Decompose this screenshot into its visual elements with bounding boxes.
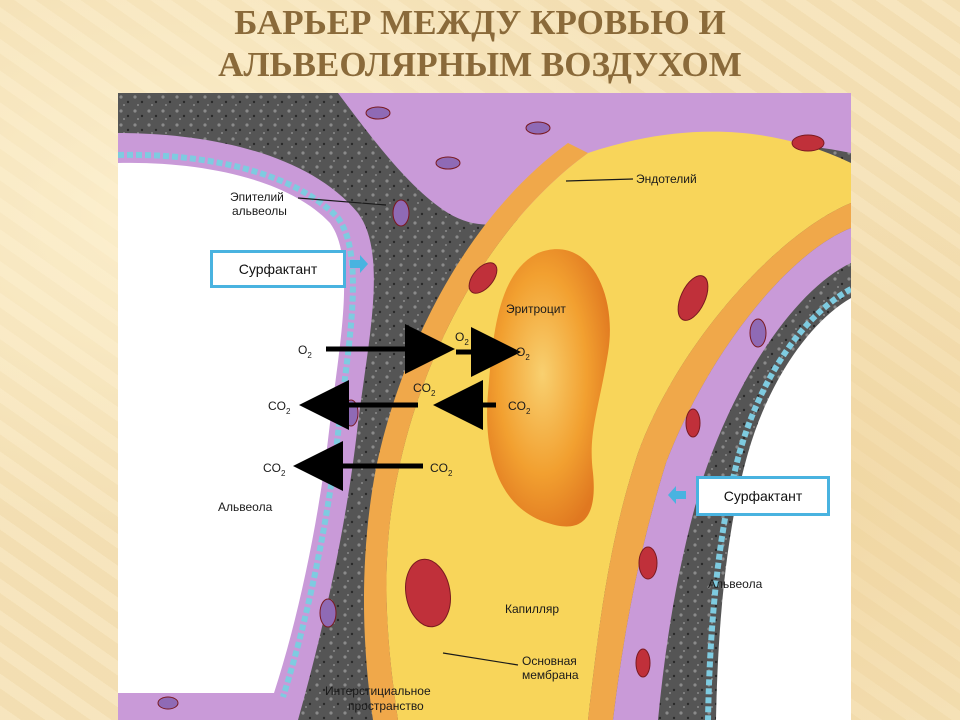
surfactant-arrows <box>350 255 686 504</box>
endothelium-label: Эндотелий <box>636 172 697 186</box>
endothelium-left <box>363 143 588 720</box>
surfactant-box-left: Сурфактант <box>210 250 346 288</box>
barrier-diagram: O2 O2 O2 CO2 CO2 CO2 CO2 CO2 Эпителий ал… <box>118 93 851 720</box>
co2-row1-right-label: CO <box>508 399 526 413</box>
epithelium-label-line1: Эпителий <box>230 190 284 204</box>
svg-text:CO2: CO2 <box>508 399 531 416</box>
structure-labels: Эпителий альвеолы Эндотелий Эритроцит Ал… <box>218 172 763 713</box>
leader-lines <box>297 178 634 666</box>
epithelium-label-line2: альвеолы <box>232 204 287 218</box>
surfactant-right-label: Сурфактант <box>723 488 803 504</box>
diagram-panel: O2 O2 O2 CO2 CO2 CO2 CO2 CO2 Эпителий ал… <box>118 93 851 720</box>
co2-row2-right-label: CO <box>430 461 448 475</box>
svg-text:CO2: CO2 <box>268 399 291 416</box>
right-surfactant-layer <box>705 286 851 720</box>
co2-row2-left-label: CO <box>263 461 281 475</box>
o2-left-label: O <box>298 343 307 357</box>
erythrocyte-shape <box>487 249 610 527</box>
o2-right-label: O <box>516 345 525 359</box>
svg-text:O2: O2 <box>455 330 469 347</box>
membrane-label-line2: мембрана <box>522 668 579 682</box>
svg-text:CO2: CO2 <box>413 381 436 398</box>
erythrocyte-label: Эритроцит <box>506 302 566 316</box>
interstitial-label-line1: Интерстициальное <box>325 684 431 698</box>
left-alveola <box>118 162 345 693</box>
alveola-left-label: Альвеола <box>218 500 273 514</box>
svg-text:CO2: CO2 <box>263 461 286 478</box>
title-line-2: АЛЬВЕОЛЯРНЫМ ВОЗДУХОМ <box>218 45 742 84</box>
alveola-right-label: Альвеола <box>708 577 763 591</box>
surfactant-box-right: Сурфактант <box>696 476 830 516</box>
endothelium-right <box>588 203 851 720</box>
interstitial-label-line2: пространство <box>348 699 424 713</box>
left-surfactant-layer <box>118 151 356 698</box>
title-line-1: БАРЬЕР МЕЖДУ КРОВЬЮ И <box>234 3 726 42</box>
cell-nuclei <box>157 106 825 710</box>
co2-row1-mid-label: CO <box>413 381 431 395</box>
surfactant-left-label: Сурфактант <box>238 261 318 277</box>
svg-text:CO2: CO2 <box>430 461 453 478</box>
gas-labels: O2 O2 O2 CO2 CO2 CO2 CO2 CO2 <box>263 330 531 478</box>
co2-row1-left-label: CO <box>268 399 286 413</box>
capillary-label: Капилляр <box>505 602 559 616</box>
right-epithelium <box>613 228 851 720</box>
svg-text:O2: O2 <box>298 343 312 360</box>
capillary-plasma <box>386 131 851 720</box>
slide-title: БАРЬЕР МЕЖДУ КРОВЬЮ И АЛЬВЕОЛЯРНЫМ ВОЗДУ… <box>0 2 960 86</box>
o2-mid-label: O <box>455 330 464 344</box>
membrane-label-line1: Основная <box>522 654 577 668</box>
gas-arrows <box>293 324 521 491</box>
svg-text:O2: O2 <box>516 345 530 362</box>
